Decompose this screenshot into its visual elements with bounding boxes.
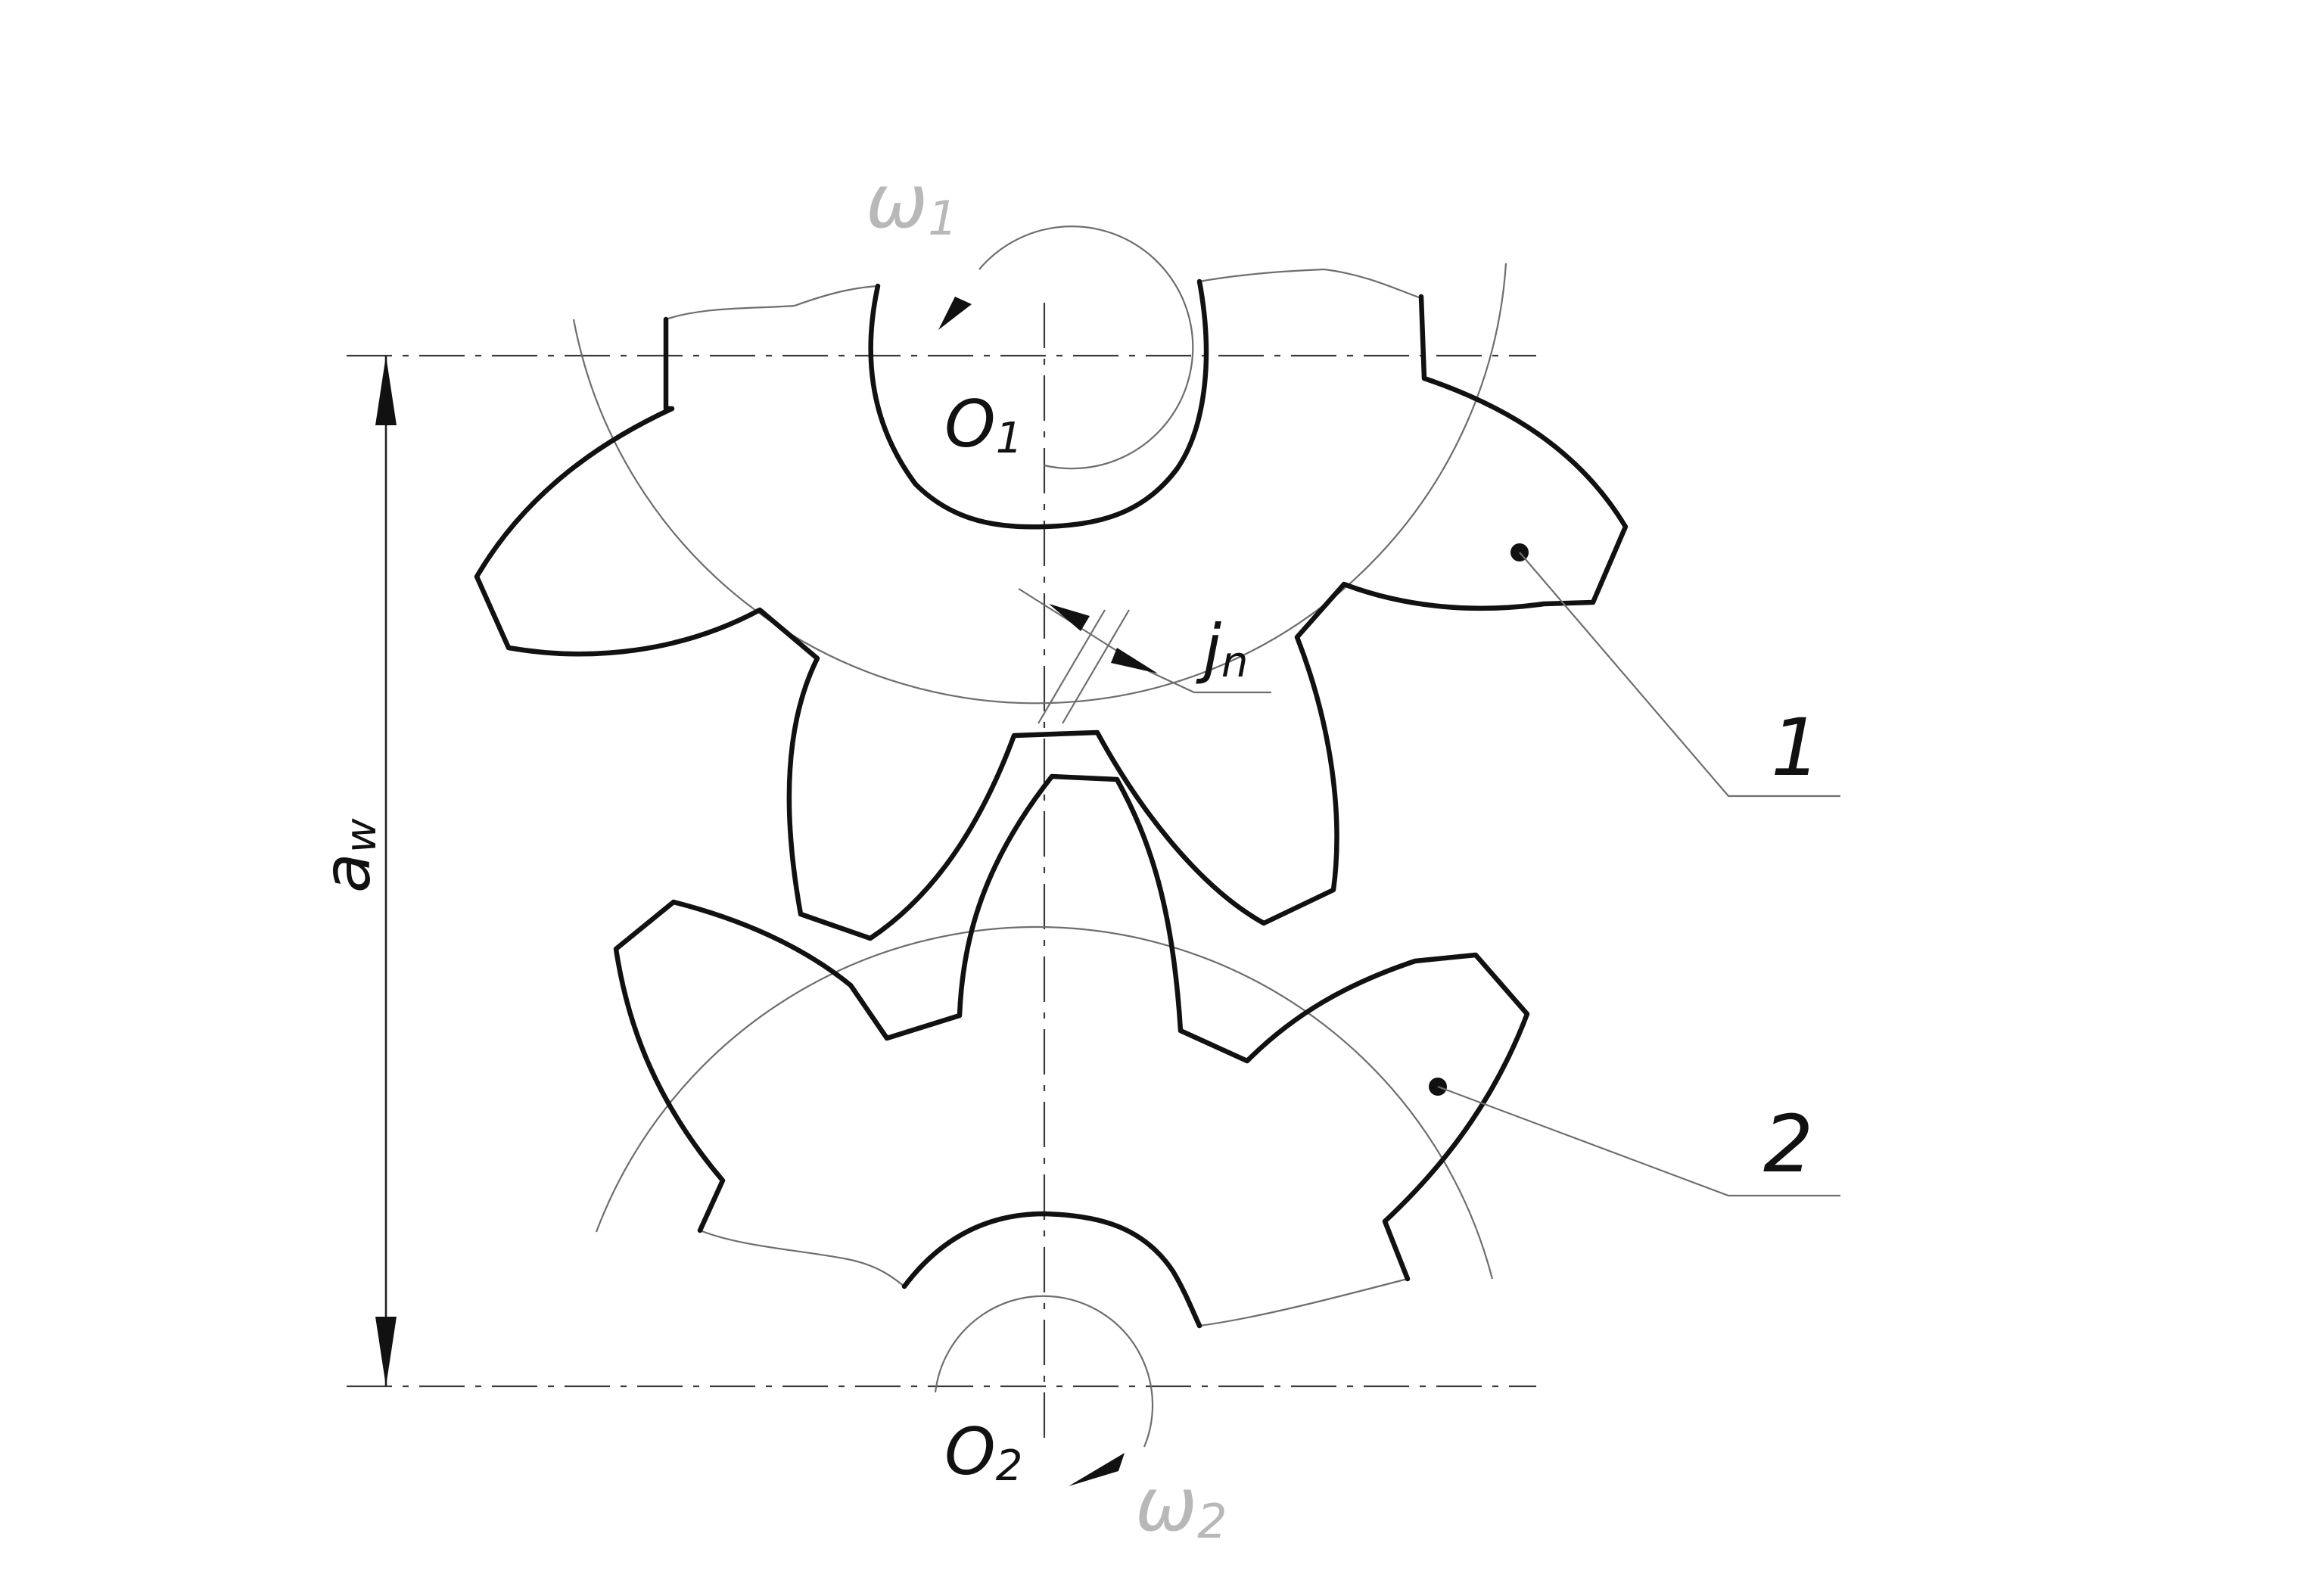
o2-label: O2 bbox=[944, 1414, 1022, 1491]
gear-1-root-arc-left bbox=[665, 285, 879, 321]
gear-2-root-arc-right bbox=[1199, 1277, 1408, 1327]
gear-1-root-arc-right bbox=[1199, 268, 1420, 299]
gear-2-root-arc-left bbox=[699, 1229, 905, 1287]
part-1-leader-line bbox=[1519, 552, 1840, 798]
gear-2-bore-circle bbox=[934, 1295, 1154, 1448]
omega-2-label: ω2 bbox=[1135, 1462, 1227, 1549]
aw-label: aw bbox=[310, 818, 386, 893]
aw-arrowhead-top bbox=[375, 356, 397, 425]
pitch-circle-gear-1 bbox=[572, 263, 1507, 705]
jn-extension-line-2 bbox=[1062, 609, 1130, 724]
gear-1-outline bbox=[474, 294, 1629, 941]
omega-1-arrowhead bbox=[938, 297, 972, 330]
jn-leader-line-2 bbox=[1150, 671, 1195, 693]
part-1-label: 1 bbox=[1771, 701, 1821, 794]
o1-label: O1 bbox=[944, 387, 1022, 463]
part-2-leader-line bbox=[1437, 1085, 1840, 1197]
part-2-label: 2 bbox=[1763, 1098, 1813, 1190]
gear-2-outline bbox=[613, 773, 1530, 1282]
jn-arrowhead-2 bbox=[1111, 648, 1158, 673]
aw-arrowhead-bottom bbox=[375, 1317, 397, 1386]
jn-extension-line-1 bbox=[1038, 609, 1106, 724]
jn-label: jn bbox=[1196, 611, 1248, 687]
gear-1-bore-circle bbox=[978, 226, 1194, 470]
gear-1-bore-arc bbox=[868, 278, 1209, 530]
jn-arrowhead-1 bbox=[1049, 604, 1090, 631]
pitch-circle-gear-2 bbox=[595, 926, 1494, 1280]
omega-2-arrowhead bbox=[1069, 1453, 1125, 1486]
gear-2-bore-arc bbox=[901, 1211, 1202, 1329]
omega-1-label: ω1 bbox=[866, 159, 958, 246]
